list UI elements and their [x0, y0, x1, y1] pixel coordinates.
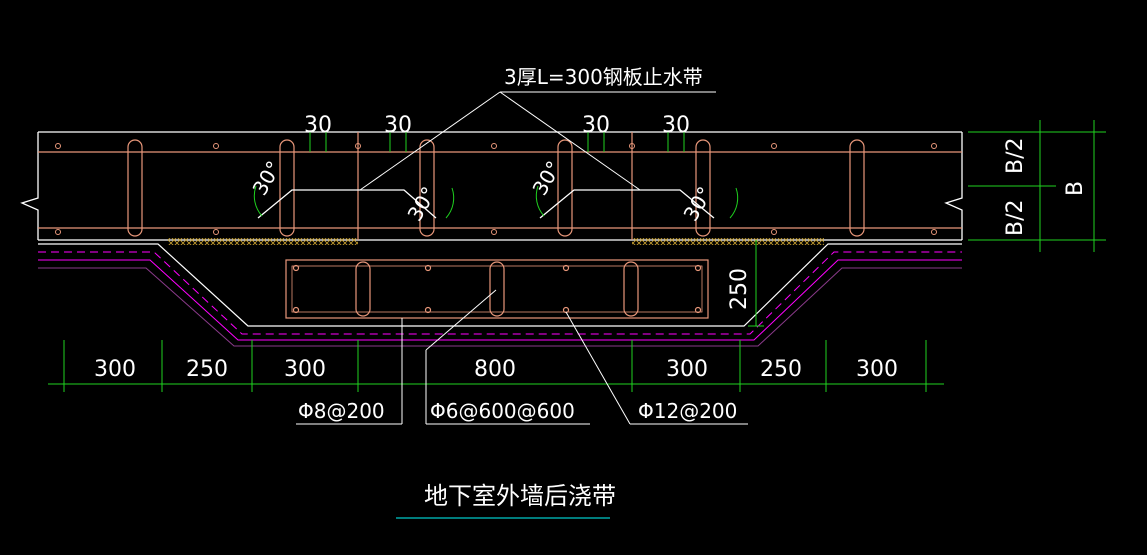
thickness-dims — [968, 120, 1106, 252]
depth-dim — [748, 240, 764, 327]
waterproof-layers — [38, 243, 962, 347]
top-offset-label: 30 — [662, 113, 690, 138]
top-offset-ticks — [309, 132, 685, 152]
thickness-label: B/2 — [1003, 137, 1028, 174]
top-offset-label: 30 — [582, 113, 610, 138]
rebar-callout: Φ6@600@600 — [430, 399, 575, 423]
wall-ties — [127, 139, 865, 237]
drawing-title: 地下室外墙后浇带 — [424, 482, 616, 510]
rebar-callout: Φ8@200 — [298, 399, 385, 423]
bottom-dim-label: 300 — [94, 357, 136, 382]
hatch-band-right — [632, 238, 824, 245]
angle-label: 30° — [528, 157, 567, 200]
angle-label: 30° — [403, 182, 442, 225]
bottom-dim-label: 800 — [474, 357, 516, 382]
top-offset-label: 30 — [384, 113, 412, 138]
thickness-label: B — [1063, 181, 1088, 196]
bottom-dim-label: 300 — [284, 357, 326, 382]
waterstop-label: 3厚L=300钢板止水带 — [504, 65, 703, 89]
depth-label: 250 — [727, 268, 752, 310]
bottom-dimension-line — [48, 340, 944, 392]
bottom-dim-label: 250 — [760, 357, 802, 382]
bottom-dim-label: 250 — [186, 357, 228, 382]
bottom-cage — [285, 259, 709, 319]
hatch-band-left — [168, 238, 358, 245]
bottom-dim-label: 300 — [856, 357, 898, 382]
steel-waterstops — [257, 189, 715, 219]
rebar-callout-leaders — [296, 289, 748, 425]
longitudinal-rebars — [38, 132, 962, 240]
thickness-label: B/2 — [1003, 199, 1028, 236]
angle-arcs — [253, 185, 739, 219]
top-offset-label: 30 — [304, 113, 332, 138]
bottom-dim-label: 300 — [666, 357, 708, 382]
rebar-dots-top — [55, 143, 937, 235]
rebar-callout: Φ12@200 — [638, 399, 737, 423]
waterstop-leader — [359, 91, 716, 191]
angle-label: 30° — [679, 182, 718, 225]
